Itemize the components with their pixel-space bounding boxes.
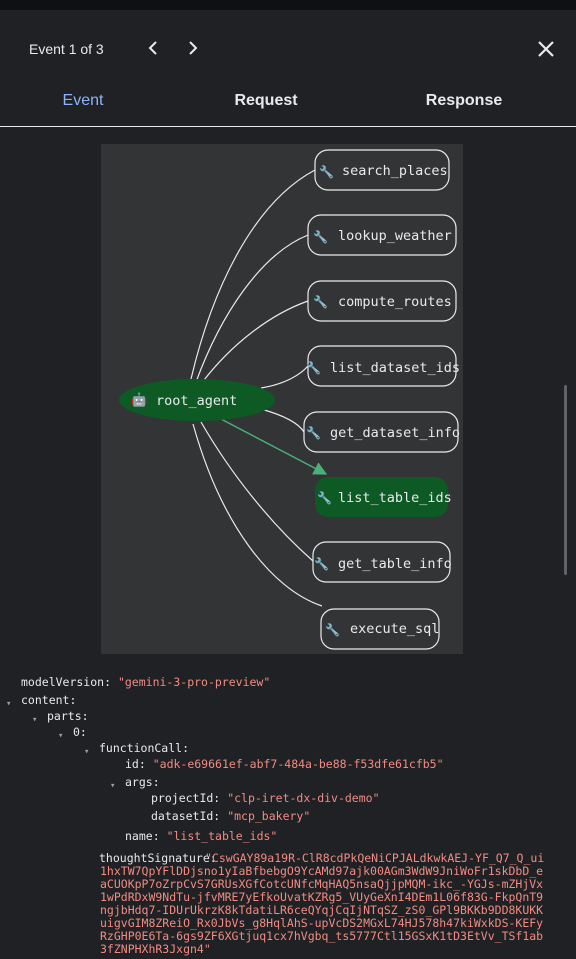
tool-label: execute_sql (350, 621, 439, 637)
wrench-icon: 🔧 (306, 425, 321, 440)
tab-request[interactable]: Request (234, 92, 298, 109)
json-row-modelversion: modelVersion: "gemini-3-pro-preview" (21, 674, 270, 690)
json-value: "clp-iret-dx-div-demo" (227, 791, 380, 805)
json-value: "adk-e69661ef-abf7-484a-be88-f53dfe61cfb… (152, 757, 444, 771)
json-key: modelVersion: (21, 675, 112, 689)
event-header: Event 1 of 3 (0, 10, 576, 88)
agent-graph: 🤖 root_agent 🔧 search_places 🔧 lookup_we… (101, 144, 463, 654)
wrench-icon: 🔧 (319, 164, 334, 179)
node-lookup-weather[interactable]: 🔧 lookup_weather (307, 214, 457, 256)
wrench-icon: 🔧 (306, 360, 321, 375)
event-counter: Event 1 of 3 (29, 41, 104, 57)
graph-edges (190, 169, 328, 607)
thought-signature-value: "CswGAY89a19R-ClR8cdPkQeNiCPJALdkwkAEJ-Y… (100, 851, 545, 956)
tab-event[interactable]: Event (62, 92, 104, 109)
wrench-icon: 🔧 (314, 556, 329, 571)
edge-compute-routes (200, 300, 309, 385)
expand-toggle-index-0[interactable]: ▾ (58, 731, 64, 741)
chevron-left-icon (148, 41, 157, 55)
edge-execute-sql (192, 423, 323, 607)
node-execute-sql[interactable]: 🔧 execute_sql (320, 608, 440, 650)
tab-response[interactable]: Response (425, 92, 503, 109)
wrench-icon: 🔧 (317, 490, 332, 505)
tab-bar: Event Request Response (0, 80, 576, 127)
node-compute-routes[interactable]: 🔧 compute_routes (307, 280, 457, 322)
json-row-parts: parts: (47, 708, 89, 724)
json-key: thoughtSignature: (99, 851, 217, 865)
edge-lookup-weather (195, 234, 309, 383)
tool-label: lookup_weather (338, 228, 452, 244)
json-key: 0: (73, 725, 87, 739)
window-top-strip (0, 0, 576, 10)
wrench-icon: 🔧 (313, 294, 328, 309)
json-value: "mcp_bakery" (227, 809, 311, 823)
tool-label: compute_routes (338, 294, 452, 310)
expand-toggle-content[interactable]: ▾ (6, 699, 12, 709)
node-root-agent[interactable]: 🤖 root_agent (119, 379, 275, 421)
json-key: parts: (47, 709, 89, 723)
json-row-args: args: (125, 774, 160, 790)
edge-search-places (190, 169, 316, 380)
expand-toggle-functioncall[interactable]: ▾ (84, 747, 90, 757)
close-icon (538, 41, 554, 57)
expand-toggle-parts[interactable]: ▾ (32, 715, 38, 725)
json-key: name: (125, 829, 160, 843)
node-list-table-ids[interactable]: 🔧 list_table_ids (315, 477, 452, 517)
node-get-dataset-info[interactable]: 🔧 get_dataset_info (303, 411, 460, 453)
edge-get-table-info (200, 421, 314, 562)
expand-toggle-args[interactable]: ▾ (110, 781, 116, 791)
tool-label: list_table_ids (338, 490, 452, 506)
json-key: projectId: (151, 791, 221, 805)
chevron-right-icon (189, 41, 198, 55)
json-row-name: name: "list_table_ids" (125, 828, 277, 844)
edge-list-dataset-ids (260, 365, 309, 389)
node-list-dataset-ids[interactable]: 🔧 list_dataset_ids (306, 345, 460, 387)
json-row-content: content: (21, 692, 76, 708)
json-row-functioncall: functionCall: (99, 740, 189, 756)
tool-label: search_places (342, 163, 448, 179)
json-row-index: 0: (73, 724, 87, 740)
json-row-projectid: projectId: "clp-iret-dx-div-demo" (151, 790, 380, 806)
tool-label: get_dataset_info (330, 425, 460, 441)
json-row-datasetid: datasetId: "mcp_bakery" (151, 808, 310, 824)
json-key: datasetId: (151, 809, 221, 823)
node-search-places[interactable]: 🔧 search_places (314, 149, 450, 191)
vertical-scrollbar[interactable] (564, 385, 567, 575)
json-value: "gemini-3-pro-preview" (117, 675, 271, 689)
tool-label: get_table_info (338, 556, 452, 572)
json-key: id: (125, 757, 146, 771)
next-event-button[interactable] (183, 38, 203, 58)
edge-list-table-ids-active (220, 418, 328, 475)
json-key: content: (21, 693, 77, 707)
json-row-id: id: "adk-e69661ef-abf7-484a-be88-f53dfe6… (125, 756, 444, 772)
previous-event-button[interactable] (143, 38, 163, 58)
close-button[interactable] (536, 39, 556, 59)
json-value: "list_table_ids" (166, 829, 278, 843)
json-key: args: (125, 775, 160, 789)
edge-get-dataset-info (260, 408, 305, 433)
node-get-table-info[interactable]: 🔧 get_table_info (312, 541, 452, 583)
json-row-thoughtsignature: thoughtSignature: (99, 850, 217, 866)
agent-graph-svg: 🤖 root_agent 🔧 search_places 🔧 lookup_we… (119, 149, 460, 650)
root-agent-label: root_agent (156, 393, 237, 409)
wrench-icon: 🔧 (313, 229, 328, 244)
tool-label: list_dataset_ids (330, 360, 460, 376)
robot-icon: 🤖 (131, 392, 147, 407)
wrench-icon: 🔧 (325, 622, 340, 637)
json-key: functionCall: (99, 741, 190, 755)
event-json-tree: modelVersion: "gemini-3-pro-preview" ▾ c… (0, 672, 576, 959)
